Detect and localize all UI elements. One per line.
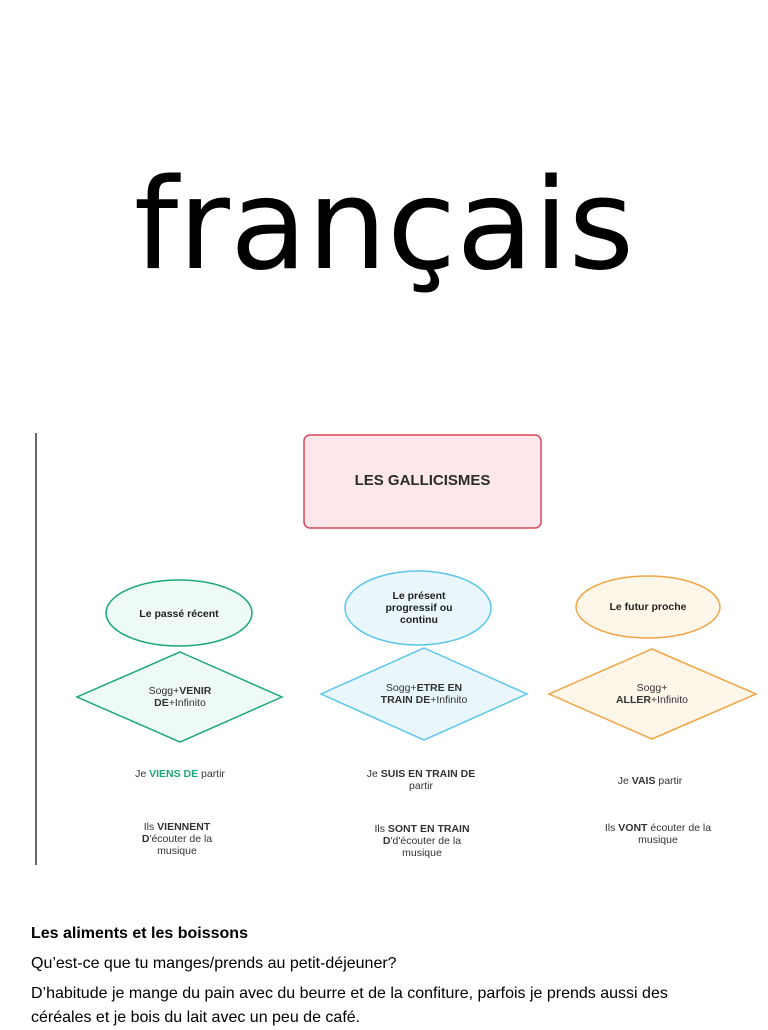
- header-box: [303, 434, 542, 529]
- diamond-label-futur-proche: Sogg+ ALLER+Infinito: [615, 682, 689, 706]
- diagram-header: LES GALLICISMES: [354, 472, 491, 489]
- diagram-shapes: [35, 433, 758, 865]
- example-present-progressif-ils: Ils SONT EN TRAIN D'd'écouter de la musi…: [374, 823, 470, 859]
- oval-passe-recent: [105, 579, 253, 647]
- diamond-passe-recent: [75, 651, 284, 743]
- diamond-present-progressif: [319, 647, 529, 741]
- question-line: Qu’est-ce que tu manges/prends au petit-…: [31, 955, 397, 972]
- answer-paragraph: D’habitude je mange du pain avec du beur…: [31, 985, 668, 1026]
- text-section: Les aliments et les boissons Qu’est-ce q…: [31, 922, 731, 1030]
- oval-label-futur-proche: Le futur proche: [609, 601, 687, 613]
- oval-futur-proche: [575, 575, 721, 639]
- example-present-progressif-je: Je SUIS EN TRAIN DE partir: [366, 768, 476, 792]
- oval-label-present-progressif: Le présent progressif ou continu: [385, 590, 453, 626]
- diamond-label-passe-recent: Sogg+VENIR DE+Infinito: [148, 685, 212, 709]
- diamond-futur-proche: [547, 648, 758, 740]
- oval-label-passe-recent: Le passé récent: [139, 608, 219, 620]
- gallicismes-diagram: LES GALLICISMES Le passé récent Sogg+VEN…: [0, 420, 768, 880]
- diamond-label-present-progressif: Sogg+ETRE EN TRAIN DE+Infinito: [380, 682, 468, 706]
- section-heading: Les aliments et les boissons: [31, 925, 248, 942]
- example-passe-recent-je: Je VIENS DE partir: [135, 768, 225, 780]
- oval-present-progressif: [344, 570, 492, 646]
- example-futur-proche-ils: Ils VONT écouter de la musique: [604, 822, 712, 846]
- example-futur-proche-je: Je VAIS partir: [617, 775, 683, 787]
- example-passe-recent-ils: Ils VIENNENT D'écouter de la musique: [141, 821, 213, 857]
- page-title: français: [133, 151, 635, 298]
